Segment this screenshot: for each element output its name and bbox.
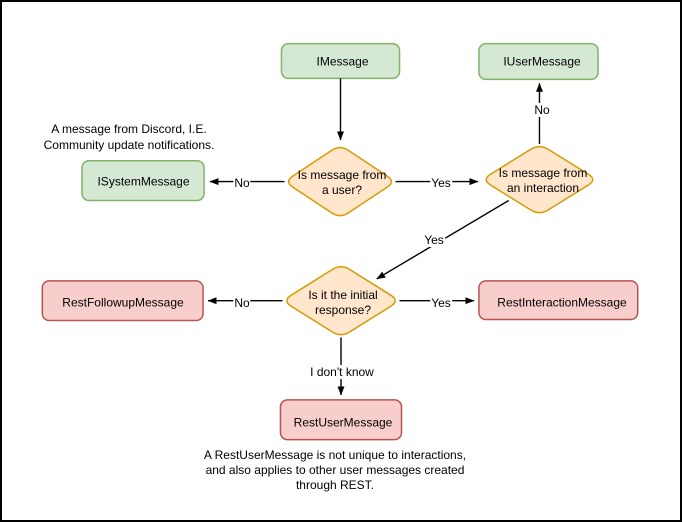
node-is-initial-response xyxy=(286,265,396,336)
node-isystemmessage xyxy=(81,160,205,202)
node-iusermessage xyxy=(478,42,599,81)
edge-is-message-from-interaction-to-is-initial-response xyxy=(376,199,510,280)
node-restinteractionmessage xyxy=(478,280,639,321)
node-is-message-from-user xyxy=(287,146,393,217)
node-imessage xyxy=(280,42,401,80)
node-restfollowupmessage xyxy=(41,280,204,322)
node-is-message-from-interaction xyxy=(485,145,594,214)
node-restusermessage xyxy=(279,399,403,441)
